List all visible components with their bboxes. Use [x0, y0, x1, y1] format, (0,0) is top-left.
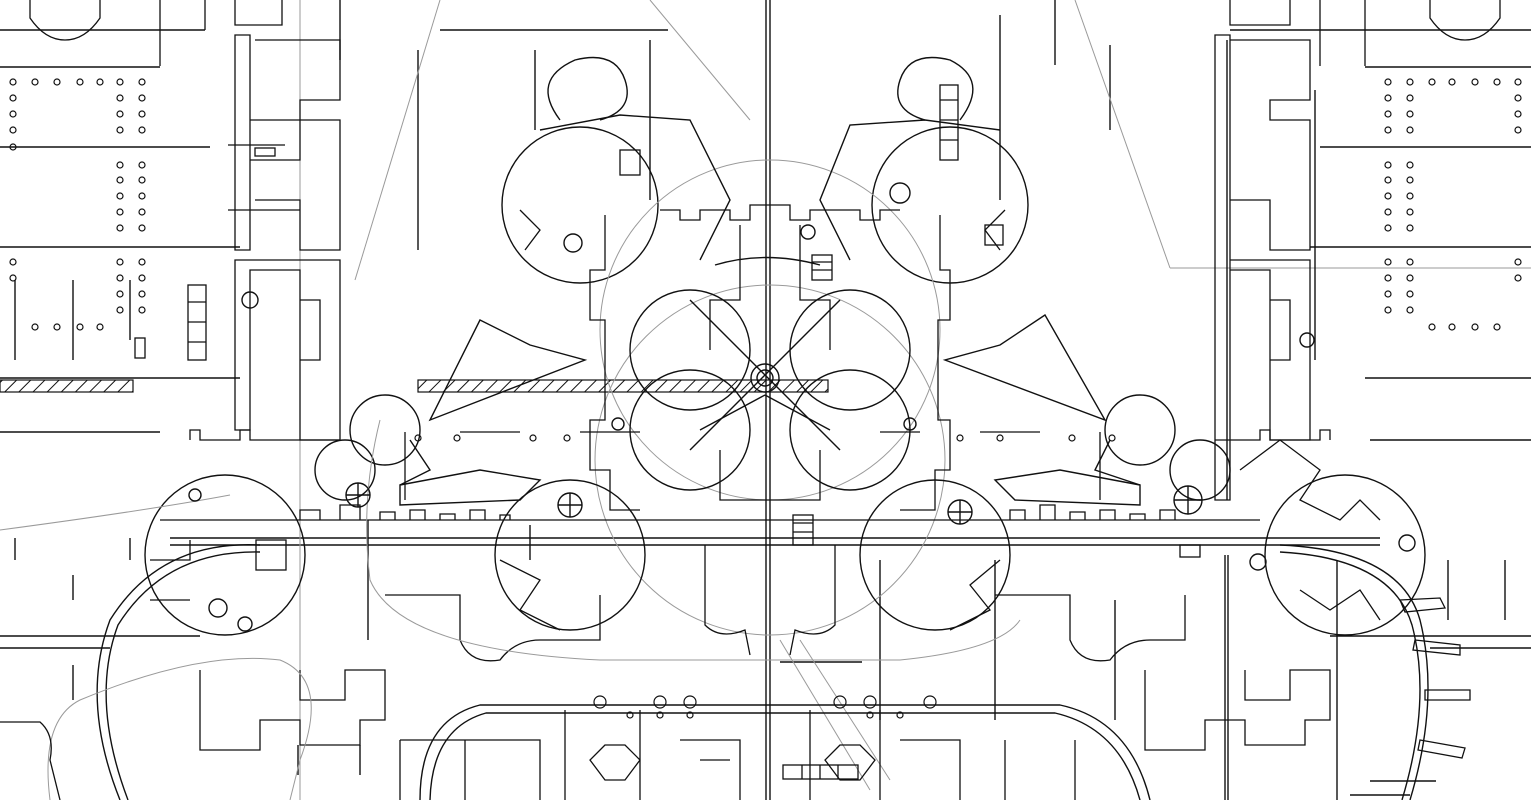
left-building-wing [134, 34, 341, 441]
hatched-bands [0, 379, 829, 393]
column-dots-right [1384, 78, 1522, 331]
central-core [589, 204, 951, 546]
apse-shapes-top [29, 0, 1501, 66]
lower-colonnade [160, 429, 1331, 521]
central-lobes [144, 56, 1426, 636]
angled-overlay-shapes [354, 0, 1171, 791]
small-detail-marks [150, 149, 1381, 631]
lower-building-blocks [199, 545, 1331, 800]
bottom-curves [0, 419, 1429, 800]
stair-markers [188, 182, 1416, 632]
radial-spokes-right [1399, 597, 1471, 759]
column-dots-left [9, 78, 146, 331]
